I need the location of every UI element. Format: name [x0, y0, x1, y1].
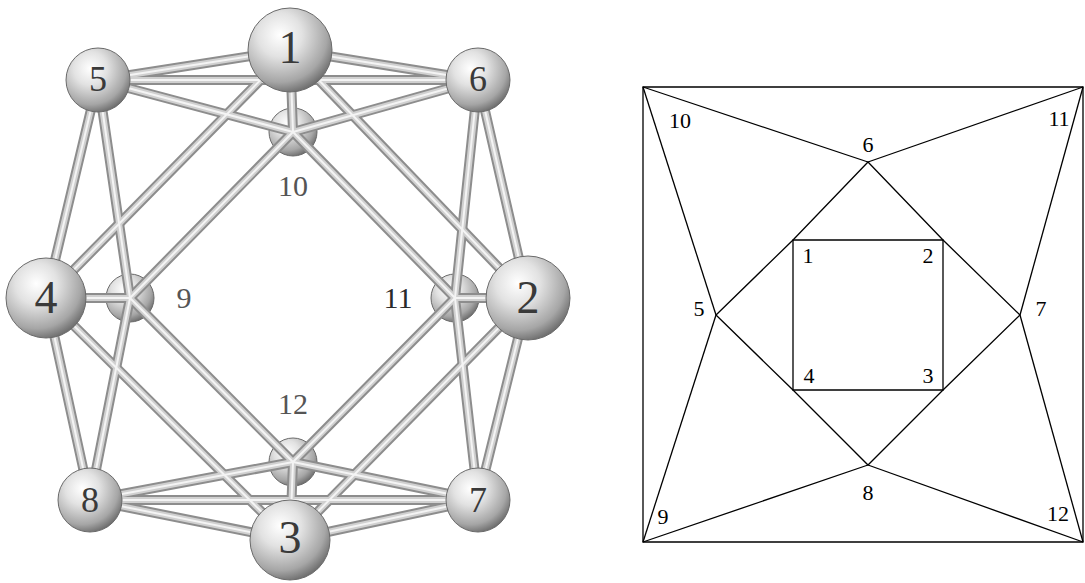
- vertex-number: 5: [89, 61, 107, 97]
- vertex-number: 9: [177, 283, 192, 313]
- vertex-number: 7: [469, 482, 487, 518]
- vertex-number: 11: [1048, 108, 1069, 130]
- back-spheres: [106, 108, 479, 486]
- vertex-number: 4: [804, 365, 815, 387]
- rods: [46, 50, 528, 540]
- vertex-number: 3: [923, 365, 934, 387]
- vertex-number: 3: [279, 515, 302, 561]
- vertex-number: 1: [279, 25, 302, 71]
- vertex-number: 2: [923, 245, 934, 267]
- vertex-number: 6: [469, 61, 487, 97]
- vertex-number: 12: [278, 389, 308, 419]
- vertex-number: 9: [658, 506, 669, 528]
- vertex-number: 2: [517, 275, 540, 321]
- vertex-number: 10: [278, 171, 308, 201]
- vertex-number: 8: [81, 482, 99, 518]
- vertex-number: 11: [384, 283, 413, 313]
- vertex-number: 12: [1047, 503, 1069, 525]
- vertex-number: 6: [863, 134, 874, 156]
- vertex-number: 4: [35, 275, 58, 321]
- vertex-number: 5: [694, 298, 705, 320]
- vertex-number: 1: [803, 245, 814, 267]
- planar-graph: [643, 87, 1083, 542]
- vertex-number: 8: [863, 482, 874, 504]
- front-spheres: [6, 8, 570, 580]
- vertex-number: 10: [669, 110, 691, 132]
- vertex-number: 7: [1036, 298, 1047, 320]
